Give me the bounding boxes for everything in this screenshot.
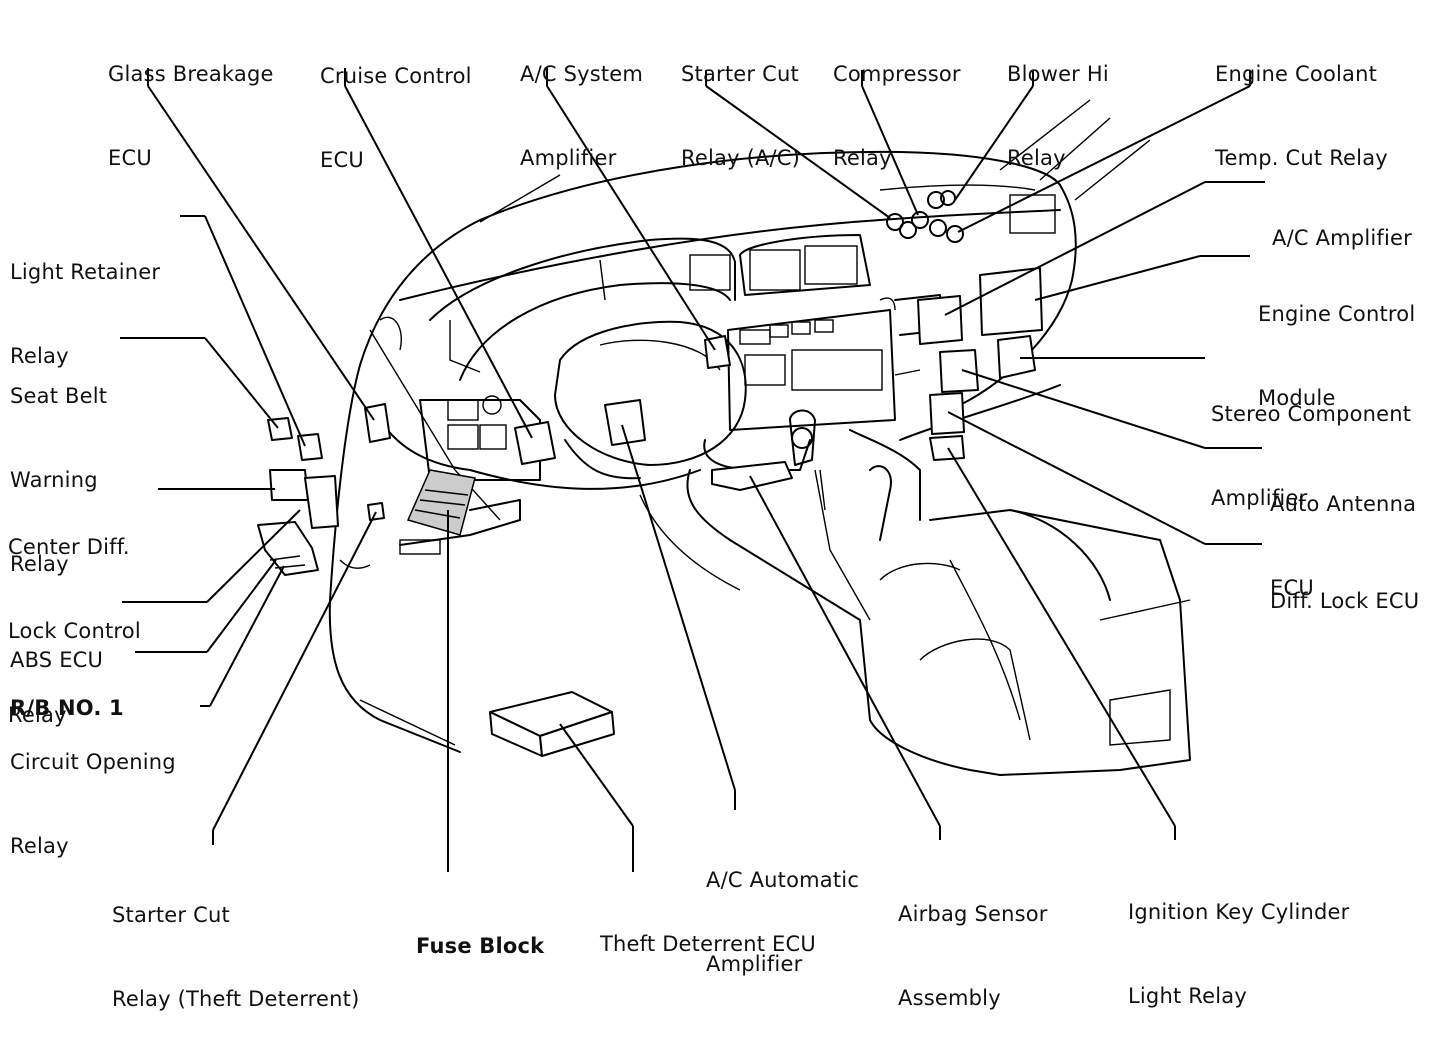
leader-lines [120,68,1265,872]
label-starter-cut-relay-theft: Starter Cut Relay (Theft Deterrent) [112,845,360,1041]
dashboard-drawing [120,68,1265,872]
label-abs-ecu: ABS ECU [10,590,103,702]
label-line: ECU [108,146,152,170]
label-line: ECU [320,148,364,172]
label-line: Light Retainer [10,260,161,284]
label-line: Relay [833,146,892,170]
label-line: Warning [10,468,98,492]
label-line: Airbag Sensor [898,902,1048,926]
label-ac-system-amplifier: A/C System Amplifier [520,4,643,200]
label-diff-lock-ecu: Diff. Lock ECU [1270,531,1419,643]
label-line: Diff. Lock ECU [1270,589,1420,613]
label-engine-control-module: Engine Control Module [1258,244,1415,440]
label-line: Cruise Control [320,64,472,88]
label-line: Amplifier [1211,486,1308,510]
label-line: Blower Hi [1007,62,1109,86]
label-line: Circuit Opening [10,750,176,774]
label-line: Engine Control [1258,302,1416,326]
label-line: A/C System [520,62,644,86]
label-line: Relay [10,552,69,576]
label-line: Relay (Theft Deterrent) [112,987,360,1011]
label-line: Light Relay [1128,984,1247,1008]
label-stereo-component-amplifier: Stereo Component Amplifier [1211,344,1411,540]
label-line: Engine Coolant [1215,62,1378,86]
label-line: Temp. Cut Relay [1215,146,1388,170]
dashboard-outline [328,99,1191,776]
label-line: Starter Cut [112,903,230,927]
components [257,190,1043,757]
label-line: A/C Automatic [706,868,860,892]
label-line: Stereo Component [1211,402,1412,426]
label-line: Relay [8,703,67,727]
label-line: A/C Amplifier [1272,226,1412,250]
label-airbag-sensor-assembly: Airbag Sensor Assembly [898,844,1048,1040]
label-line: Lock Control [8,619,141,643]
label-line: Assembly [898,986,1001,1010]
label-ignition-key-cylinder-light-relay: Ignition Key Cylinder Light Relay [1128,842,1349,1038]
label-line: Amplifier [520,146,617,170]
label-glass-breakage-ecu: Glass Breakage ECU [108,4,274,200]
label-line: Relay [1007,146,1066,170]
label-line: Compressor [833,62,961,86]
label-line: Module [1258,386,1336,410]
label-line: ECU [1270,576,1314,600]
label-line: Glass Breakage [108,62,274,86]
label-line: Auto Antenna [1270,492,1417,516]
dashboard-component-locator-diagram: Glass Breakage ECU Cruise Control ECU A/… [8,4,1419,1011]
label-rb-no1: R/B NO. 1 [10,638,124,750]
label-fuse-block: Fuse Block [416,876,544,988]
label-engine-coolant-temp-cut-relay: Engine Coolant Temp. Cut Relay [1215,4,1388,200]
label-auto-antenna-ecu: Auto Antenna ECU [1270,434,1416,630]
label-line: ABS ECU [10,648,104,672]
label-seat-belt-warning-relay: Seat Belt Warning Relay [10,326,107,606]
label-compressor-relay: Compressor Relay [833,4,961,200]
label-line: Fuse Block [416,934,545,958]
label-ac-automatic-amplifier: A/C Automatic Amplifier [706,810,859,1006]
label-line: Seat Belt [10,384,108,408]
label-ac-amplifier: A/C Amplifier [1272,168,1412,280]
label-line: Ignition Key Cylinder [1128,900,1350,924]
label-line: Starter Cut [681,62,799,86]
label-line: Relay (A/C) [681,146,801,170]
label-line: Amplifier [706,952,803,976]
top-relays [886,190,964,243]
label-line: Relay [10,834,69,858]
label-center-diff-lock-control-relay: Center Diff. Lock Control Relay [8,477,141,757]
label-circuit-opening-relay: Circuit Opening Relay [10,692,176,888]
label-blower-hi-relay: Blower Hi Relay [1007,4,1109,200]
label-line: R/B NO. 1 [10,696,124,720]
label-light-retainer-relay: Light Retainer Relay [10,202,160,398]
label-cruise-control-ecu: Cruise Control ECU [320,6,472,202]
label-starter-cut-relay-ac: Starter Cut Relay (A/C) [681,4,800,200]
label-line: Center Diff. [8,535,130,559]
label-line: Relay [10,344,69,368]
